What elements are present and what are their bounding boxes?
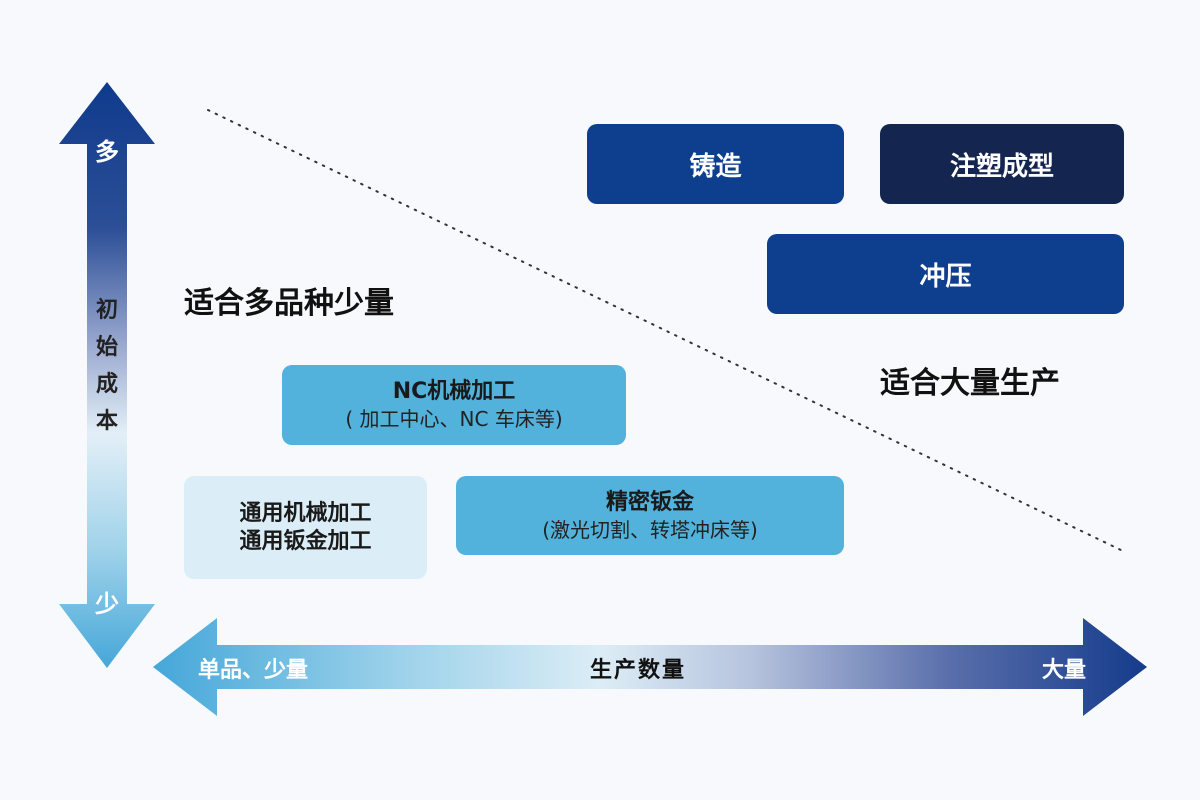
general-machining-label: 通用机械加工	[239, 500, 372, 526]
initial-cost-axis-arrow	[59, 82, 155, 668]
x-axis-right-label: 大量	[1042, 658, 1087, 683]
precision-sheet-metal-box: 精密钣金 (激光切割、转塔冲床等)	[456, 476, 844, 555]
high-volume-region-label: 适合大量生产	[880, 366, 1060, 401]
stamping-label: 冲压	[919, 261, 972, 292]
axis-top-label: 多	[95, 138, 119, 166]
production-volume-axis-arrow	[153, 618, 1147, 716]
nc-machining-box: NC机械加工 ( 加工中心、NC 车床等)	[282, 365, 626, 445]
x-axis-center-label: 生产数量	[590, 658, 687, 683]
injection-molding-label: 注塑成型	[949, 151, 1054, 182]
general-sheet-metal-label: 通用钣金加工	[239, 528, 372, 554]
casting-box: 铸造	[587, 124, 844, 204]
nc-machining-subtitle: ( 加工中心、NC 车床等)	[345, 407, 563, 431]
x-axis-left-label: 单品、少量	[198, 658, 309, 683]
nc-machining-title: NC机械加工	[392, 379, 516, 404]
general-processing-box: 通用机械加工 通用钣金加工	[184, 476, 427, 579]
injection-molding-box: 注塑成型	[880, 124, 1124, 204]
precision-sheet-metal-subtitle: (激光切割、转塔冲床等)	[542, 517, 758, 542]
casting-label: 铸造	[689, 151, 742, 182]
low-volume-region-label: 适合多品种少量	[184, 286, 394, 321]
precision-sheet-metal-title: 精密钣金	[605, 489, 694, 515]
stamping-box: 冲压	[767, 234, 1124, 314]
axis-bottom-label: 少	[95, 590, 119, 618]
